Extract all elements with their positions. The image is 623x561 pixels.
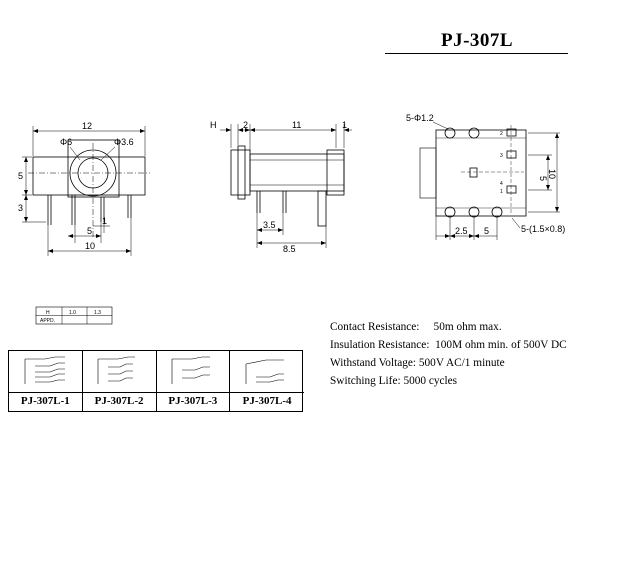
dim-label: 1 [342,120,347,130]
side-flange [230,149,251,196]
variant-label: PJ-307L-2 [94,395,144,407]
dim-label: Φ3.6 [114,137,134,147]
side-flange-inner [237,145,246,200]
spec-label: Withstand Voltage: [330,357,417,369]
pin-slot [469,167,478,178]
pin-slot [506,150,517,159]
side-rear [326,149,345,196]
pin-slot [506,185,517,194]
pin-number: 4 [500,181,503,187]
dim-label: 5 [538,176,548,181]
front-boss-outline [67,139,120,198]
spec-insulation-resistance: Insulation Resistance: 100M ohm min. of … [330,336,567,354]
variant-schematics [24,356,284,384]
variant-cell: PJ-307L-4 [230,351,304,411]
mount-hole [491,206,503,218]
dim-label: 2 [243,120,248,130]
dim-label: 5-Φ1.2 [406,113,434,123]
spec-label: Switching Life: [330,375,401,387]
revision-row-label: APPD. [40,318,55,324]
front-body-outline [32,156,146,196]
dim-label: H [210,120,217,130]
variant-label: PJ-307L-1 [20,395,70,407]
spec-switching-life: Switching Life: 5000 cycles [330,372,567,390]
dim-label: 10 [547,169,557,179]
dim-label: 5 [87,226,92,236]
front-view [22,126,150,256]
pin-number: 1 [500,189,503,195]
variant-cell: PJ-307L-3 [156,351,231,411]
mount-hole [468,127,480,139]
title-underline [385,53,568,55]
dim-label: 3.5 [263,220,276,230]
side-pin-wide [317,190,327,227]
dim-label: 12 [82,121,92,131]
spec-label: Contact Resistance: [330,321,420,333]
spec-list: Contact Resistance: 50m ohm max. Insulat… [330,318,567,390]
variant-schematic [82,351,156,393]
dim-label: 5-(1.5×0.8) [521,224,565,234]
variant-schematic [230,351,304,393]
dim-label: 8.5 [283,244,296,254]
revision-table [35,306,113,325]
dim-label: Φ6 [60,137,72,147]
dim-label: 3 [18,203,23,213]
spec-contact-resistance: Contact Resistance: 50m ohm max. [330,318,567,336]
variant-label: PJ-307L-4 [242,395,292,407]
pin-number: 3 [500,153,503,159]
pcb-layout-view [419,121,560,240]
pcb-outline [435,129,527,217]
revision-header: 1.3 [94,310,101,316]
mount-hole [468,206,480,218]
variant-schematic [156,351,230,393]
spec-withstand-voltage: Withstand Voltage: 500V AC/1 minute [330,354,567,372]
variant-schematic [9,351,82,393]
dim-label: 5 [484,226,489,236]
pin-number: 2 [500,131,503,137]
mount-hole [444,206,456,218]
spec-value: 100M ohm min. of 500V DC [435,339,567,351]
side-view [220,124,352,248]
variant-label: PJ-307L-3 [168,395,218,407]
pin-slot [506,128,517,137]
dim-label: 11 [292,120,301,130]
side-body [249,153,345,192]
variant-cell: PJ-307L-1 [9,351,83,411]
mount-hole [444,127,456,139]
spec-value: 5000 cycles [403,375,458,387]
variant-table: PJ-307L-1 PJ-307L-2 PJ-307L-3 PJ-307L-4 [8,350,304,412]
spec-value: 50m ohm max. [433,321,502,333]
dim-label: 2.5 [455,226,468,236]
dim-label: 1 [102,216,107,226]
dim-label: 5 [18,171,23,181]
revision-header: 1.0 [69,310,76,316]
revision-header: H [46,310,50,316]
variant-cell: PJ-307L-2 [82,351,157,411]
spec-label: Insulation Resistance: [330,339,430,351]
dim-label: 10 [85,241,95,251]
spec-value: 500V AC/1 minute [418,357,505,369]
page-title: PJ-307L [441,30,514,51]
